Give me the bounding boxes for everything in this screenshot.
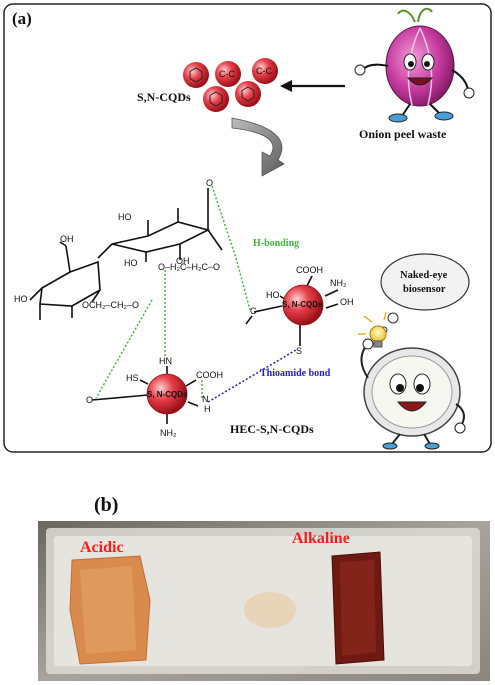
cqd-sphere-lower [146,373,188,415]
chem-o-lower: O [86,395,93,405]
chem-cooh-1: COOH [296,265,323,275]
onion-label: Onion peel waste [359,127,447,141]
chem-o-top: O [206,178,213,188]
cqd-label: S,N-CQDs [137,90,191,104]
chem-c-atom: C [250,306,257,316]
alkaline-label: Alkaline [292,530,350,547]
sensor-bubble-line-2: biosensor [403,284,446,295]
cqd-bubble-text-1: C-C [219,69,235,79]
chem-oh-2: OH [176,256,190,266]
chem-cooh-2: COOH [196,370,223,380]
chem-oh-dot: OH [340,297,354,307]
thought-bubble [380,253,470,334]
chem-n-atom: N [202,394,209,404]
chem-ho-dot: HO [266,290,280,300]
lightbulb-icon [358,311,387,348]
chem-ho-3: HO [14,294,28,304]
cqd-bubble-text-2: C-C [256,66,272,76]
petri-dish-mascot-icon [360,338,466,450]
h-bonding-label: H-bonding [253,238,299,249]
cqd-sphere-upper-label: S, N-CQDs [282,300,323,309]
chem-hn: HN [159,356,172,366]
chem-nh2-1: NH₂ [330,278,347,288]
slide-photo [38,521,490,681]
panel-b-label: (b) [94,494,118,516]
arrow-left-icon [280,80,345,92]
chem-h-atom: H [204,404,211,414]
cqd-sphere-lower-label: S, N-CQDs [147,390,188,399]
onion-mascot-icon [354,7,475,123]
panel-a-label: (a) [12,9,32,28]
cqd-sphere-upper [282,284,324,326]
chem-nh2-2: NH₂ [160,428,177,438]
h-bond-lines [95,185,251,400]
hec-label: HEC-S,N-CQDs [230,422,314,436]
sensor-bubble-line-1: Naked-eye [400,270,448,281]
chem-och2ch2o: OCH₂–CH₂–O [82,300,139,310]
chem-hs: HS [126,373,139,383]
chem-oh-1: OH [60,234,74,244]
chem-s-atom: S [296,346,302,356]
cqd-cluster [183,58,278,112]
hec-structure [29,188,339,424]
thioamide-bond-line [207,349,297,403]
acidic-label: Acidic [80,539,124,556]
chem-ho-2: HO [124,258,138,268]
chem-o-h2c-h2c-o: O–H₂C–H₂C–O [158,262,220,272]
curved-arrow-icon [231,117,285,177]
thioamide-label: Thioamide bond [260,368,331,379]
chem-ho-1: HO [118,212,132,222]
